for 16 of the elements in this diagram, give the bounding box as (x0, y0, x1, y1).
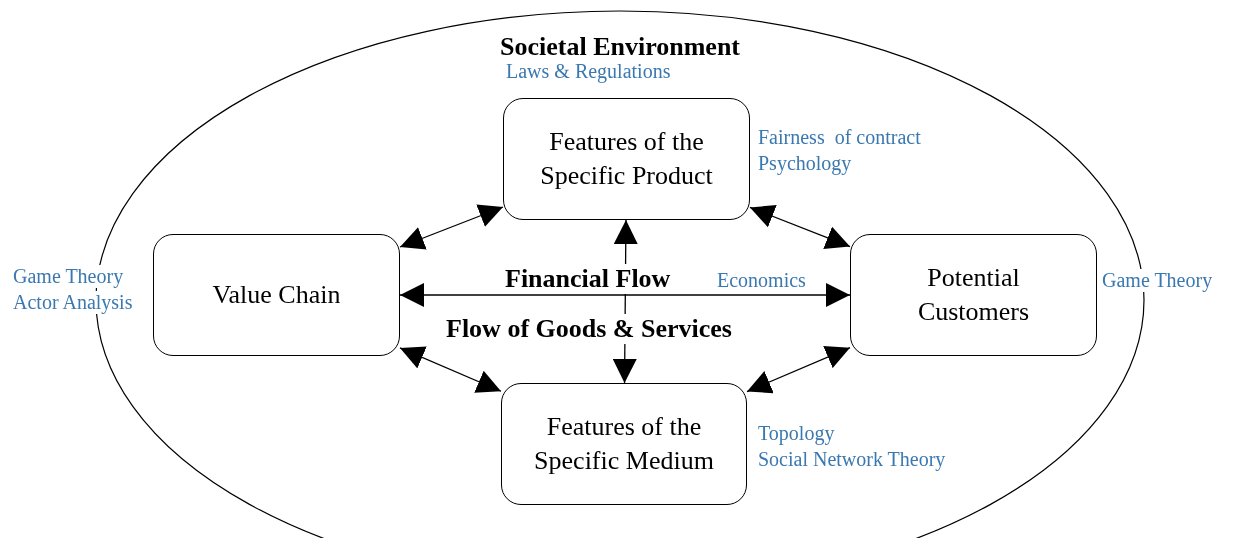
process-box: Potential Customers (850, 234, 1097, 356)
double-arrow (746, 346, 851, 394)
double-arrow (749, 205, 851, 249)
annotation-text: Game Theory (1101, 269, 1214, 292)
ellipse-heading: Societal Environment (499, 32, 741, 62)
flow-label: Flow of Goods & Services (444, 314, 734, 344)
process-box: Features of the Specific Medium (501, 383, 747, 505)
double-arrow (399, 283, 851, 307)
double-arrow (399, 204, 504, 250)
double-arrow (399, 346, 502, 393)
flow-label: Financial Flow (503, 264, 673, 294)
process-box: Value Chain (153, 234, 400, 356)
annotation-text: Game Theory (12, 265, 125, 288)
annotation-text: Actor Analysis (12, 291, 134, 314)
process-box: Features of the Specific Product (503, 98, 750, 220)
double-arrow (612, 219, 638, 384)
